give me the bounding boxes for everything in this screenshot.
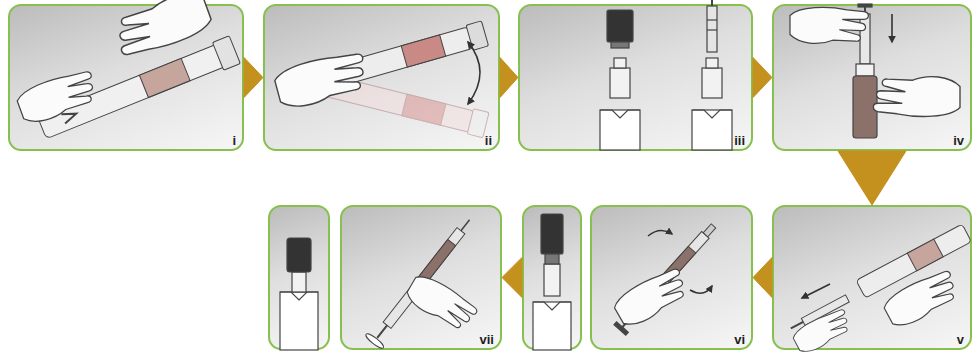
pen-and-vial — [600, 0, 732, 150]
step-arrow — [753, 58, 772, 98]
step-arrow — [838, 151, 906, 205]
pen-device — [856, 224, 971, 298]
pen-device — [295, 21, 489, 99]
step-panel: ii — [263, 4, 500, 151]
gloved-hand — [272, 48, 370, 112]
gloved-hand — [14, 0, 214, 127]
syringe — [789, 295, 849, 332]
syringe-into-vial — [853, 4, 877, 138]
step-panel: iii — [518, 4, 753, 151]
panel-frame — [268, 205, 330, 350]
step-panel: iv — [772, 4, 972, 151]
step-arrow — [753, 258, 772, 298]
step-number: vii — [480, 332, 494, 347]
step-arrow — [500, 58, 518, 98]
step-number: ii — [485, 133, 492, 148]
gloved-hand — [403, 271, 480, 334]
panel-frame — [263, 4, 500, 151]
step-panel: v — [772, 205, 972, 350]
gloved-hand — [790, 266, 962, 353]
panel-frame — [8, 4, 244, 151]
pull-arrow — [802, 284, 830, 298]
step-number: iii — [734, 133, 745, 148]
panel-frame — [772, 4, 972, 151]
panel-frame — [590, 205, 753, 350]
step-panel: i — [8, 4, 244, 151]
step-number: v — [957, 332, 964, 347]
capped-vial — [280, 238, 318, 350]
syringe — [614, 221, 720, 336]
step-arrow — [502, 258, 522, 298]
pen-ghost — [295, 66, 490, 138]
step-number: i — [232, 133, 236, 148]
step-number: vi — [734, 332, 745, 347]
step-panel: vii — [268, 205, 502, 350]
capped-vial — [533, 214, 571, 350]
panel-frame — [340, 205, 502, 350]
filled-syringe — [364, 213, 478, 350]
step-panel: vi — [522, 205, 753, 350]
twist-arrow — [648, 230, 672, 236]
panel-frame — [772, 205, 972, 350]
gloved-hand — [790, 7, 960, 116]
push-arrow — [891, 14, 893, 42]
pen-device — [36, 36, 240, 142]
step-number: iv — [953, 133, 964, 148]
twist-arrow — [690, 286, 712, 293]
panel-frame — [522, 205, 582, 350]
gloved-hand — [611, 264, 692, 331]
panel-frame — [518, 4, 753, 151]
tilt-arrow — [468, 42, 480, 104]
step-arrow — [244, 58, 263, 98]
